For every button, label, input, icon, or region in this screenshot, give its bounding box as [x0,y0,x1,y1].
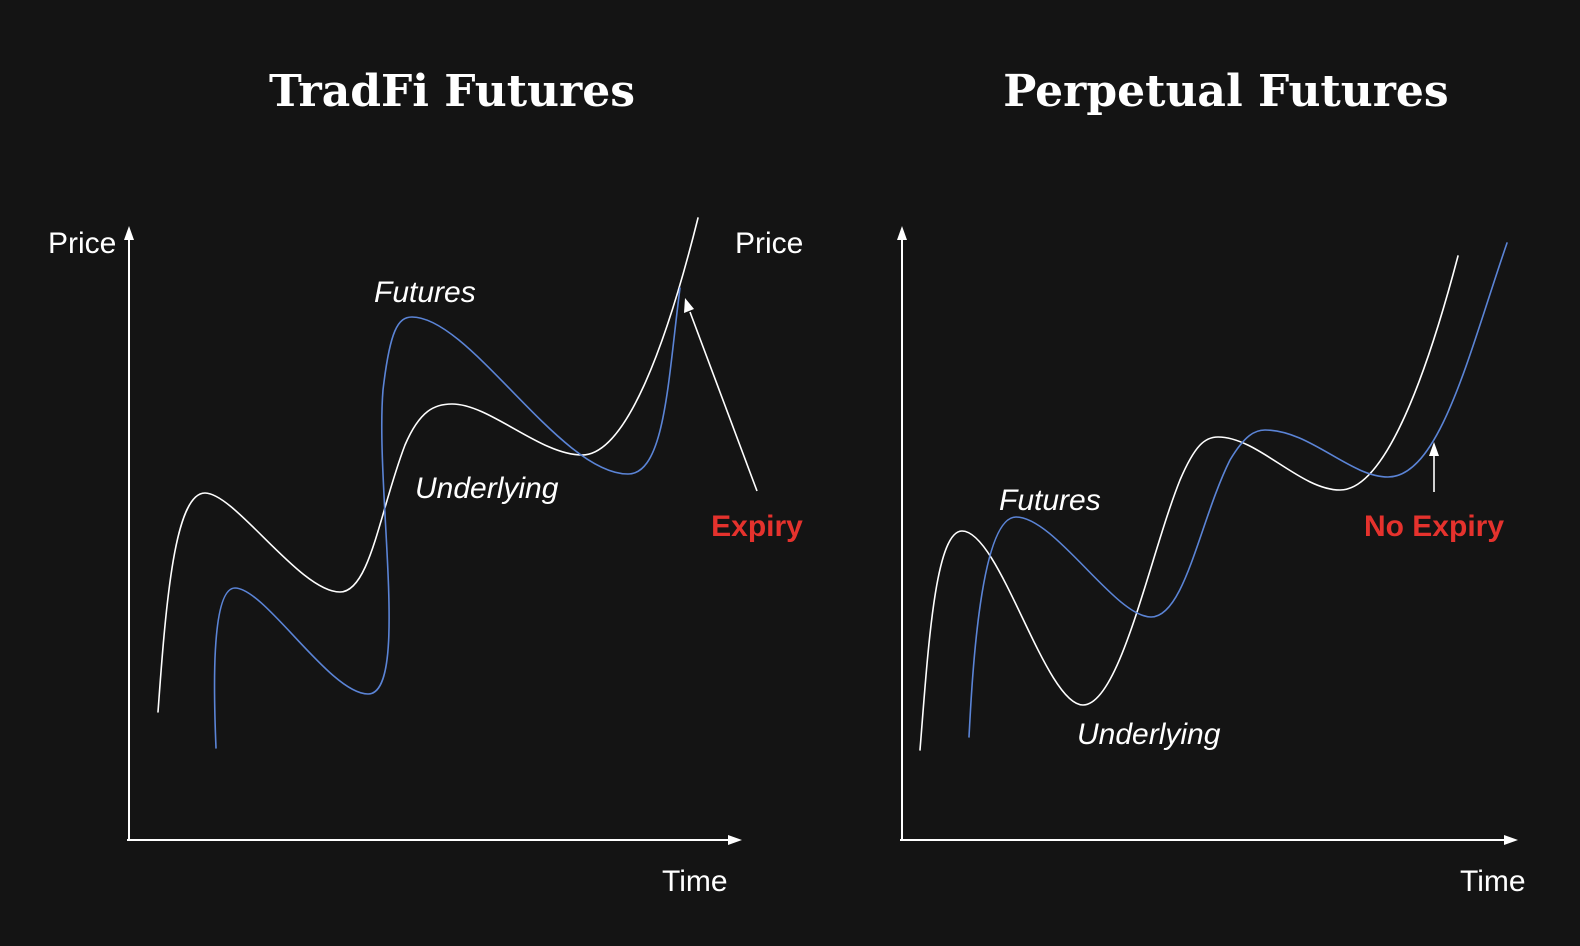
tradfi-expiry-pointer [689,311,758,492]
perpetual-title: Perpetual Futures [1003,66,1448,117]
tradfi-expiry-note: Expiry [711,510,803,543]
perpetual-underlying-label: Underlying [1077,718,1221,751]
tradfi-x-axis-arrowhead [728,835,742,845]
perpetual-x-axis-label: Time [1460,865,1526,898]
perpetual-futures-label: Futures [999,484,1101,517]
tradfi-axes [124,226,742,845]
perpetual-no-expiry-arrowhead [1429,442,1439,456]
tradfi-underlying-label: Underlying [415,472,559,505]
tradfi-y-axis-label: Price [48,227,116,260]
perpetual-no-expiry-note: No Expiry [1364,510,1504,543]
perpetual-axes [897,226,1518,845]
perpetual-panel: Perpetual Futures Price Time Futures Und… [735,66,1526,898]
perpetual-underlying-curve [919,255,1459,751]
perpetual-y-axis-label: Price [735,227,803,260]
perpetual-futures-curve [968,242,1508,738]
perpetual-y-axis-arrowhead [897,226,907,240]
tradfi-panel: TradFi Futures Price Time Futures Underl… [48,66,803,898]
tradfi-y-axis-arrowhead [124,226,134,240]
tradfi-x-axis-label: Time [662,865,728,898]
tradfi-underlying-curve [157,217,699,713]
tradfi-title: TradFi Futures [269,66,635,117]
perpetual-x-axis-arrowhead [1504,835,1518,845]
tradfi-futures-label: Futures [374,276,476,309]
tradfi-expiry-arrowhead [684,298,694,313]
tradfi-futures-curve [213,287,681,749]
